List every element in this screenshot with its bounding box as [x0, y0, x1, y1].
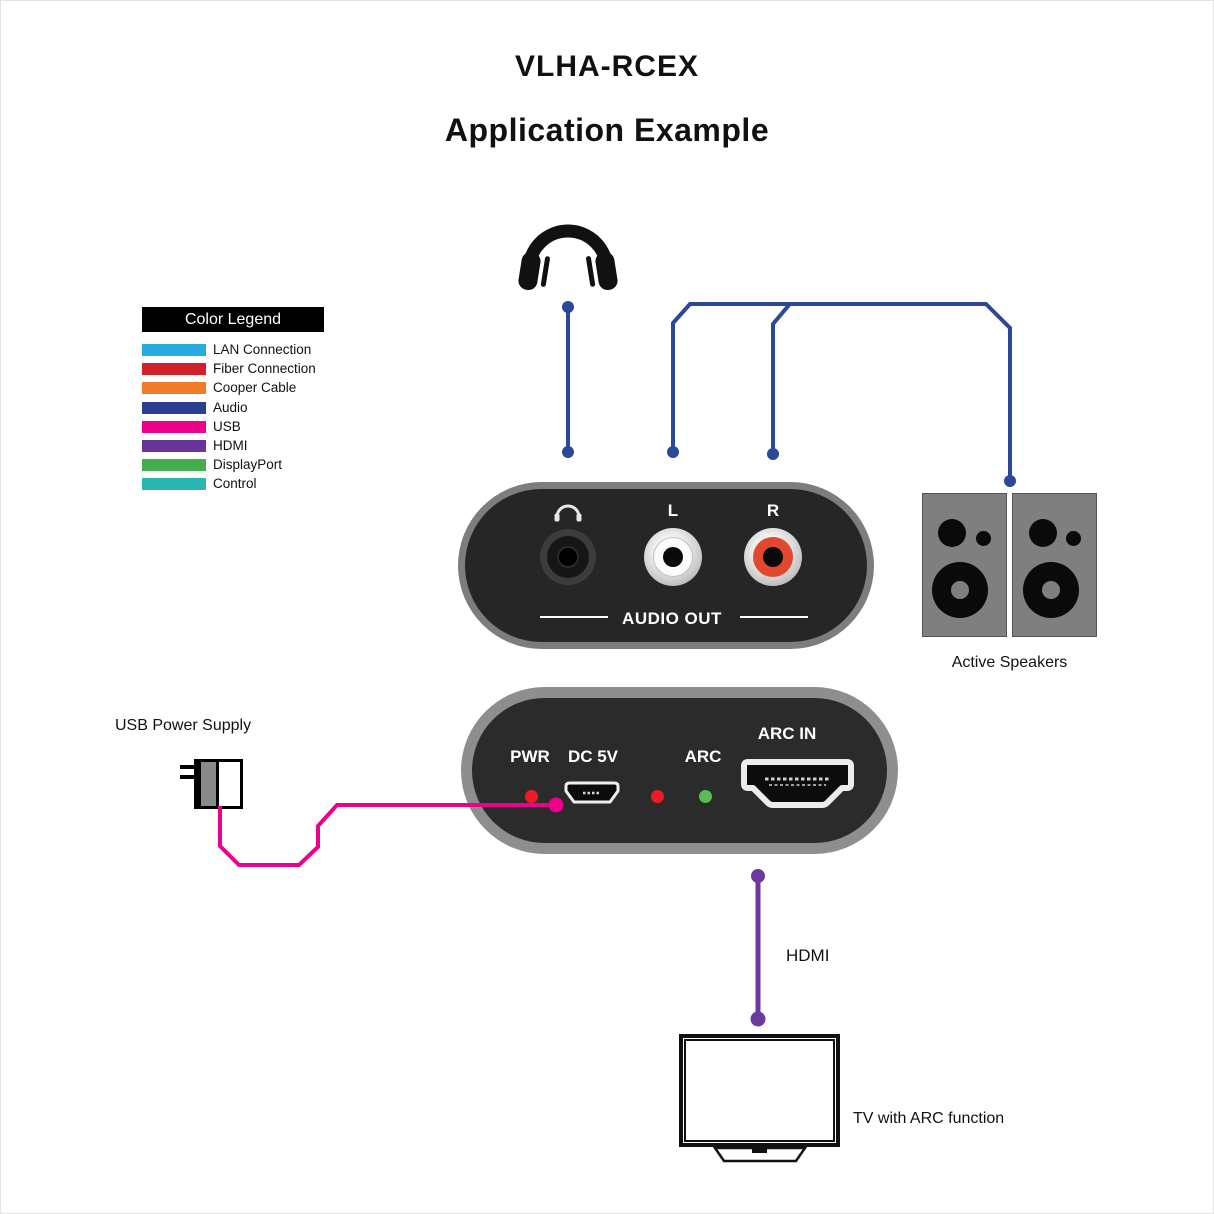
headphones-icon — [518, 224, 618, 291]
divider-line — [740, 616, 808, 618]
wire-endpoint — [562, 446, 574, 458]
legend-item: Audio — [142, 400, 248, 415]
legend-swatch — [142, 401, 206, 414]
speaker-wire-right — [771, 303, 791, 454]
legend-swatch — [142, 458, 206, 471]
legend-header: Color Legend — [142, 307, 324, 332]
pwr-led — [525, 790, 538, 803]
legend-item: Fiber Connection — [142, 361, 316, 376]
wire-endpoint — [750, 1011, 766, 1027]
legend-item: Cooper Cable — [142, 380, 297, 395]
active-speakers-label: Active Speakers — [951, 654, 1068, 671]
legend-item: DisplayPort — [142, 457, 283, 472]
legend-swatch — [142, 477, 206, 490]
speaker-left — [922, 493, 1007, 637]
legend-swatch — [142, 362, 206, 375]
wire-endpoint — [767, 448, 779, 460]
wire-endpoint — [751, 869, 765, 883]
divider-line — [540, 616, 608, 618]
legend-label: Fiber Connection — [213, 361, 316, 376]
tv-screen — [679, 1034, 840, 1147]
speaker-tweeter — [1029, 519, 1057, 547]
legend-swatch — [142, 381, 206, 394]
tv-stand — [712, 1147, 808, 1163]
power-adapter-body — [194, 759, 243, 809]
legend-label: USB — [213, 419, 241, 434]
arc-label: ARC — [684, 747, 722, 766]
tv-label: TV with ARC function — [853, 1110, 1005, 1127]
hdmi-arc-in-port — [741, 759, 854, 808]
audio-out-panel-label: AUDIO OUT — [622, 609, 722, 628]
pwr-label: PWR — [510, 747, 550, 766]
speaker-port — [1066, 531, 1081, 546]
hdmi-cable-label: HDMI — [786, 946, 830, 965]
arc-in-label: ARC IN — [757, 724, 817, 743]
power-adapter-side — [201, 762, 219, 806]
legend-item: Control — [142, 476, 257, 491]
page-subtitle: Application Example — [444, 112, 770, 148]
wire-endpoint — [1004, 475, 1016, 487]
legend-swatch — [142, 439, 206, 452]
speaker-wire-left — [671, 302, 1012, 481]
legend-item: HDMI — [142, 438, 248, 453]
dc5v-label: DC 5V — [567, 747, 619, 766]
audio-out-device: L R AUDIO OUT — [458, 482, 874, 649]
page-title: VLHA-RCEX — [514, 50, 699, 83]
wire-endpoint — [562, 301, 574, 313]
plug-prong — [180, 765, 198, 769]
rca-left-hole — [663, 547, 683, 567]
legend-label: Control — [213, 476, 257, 491]
legend-item: LAN Connection — [142, 342, 312, 357]
speaker-woofer-cap — [1042, 581, 1060, 599]
legend-label: Audio — [213, 400, 248, 415]
plug-prong — [180, 775, 198, 779]
headphone-port-icon — [554, 504, 582, 522]
arc-led — [699, 790, 712, 803]
wire-endpoint — [667, 446, 679, 458]
rca-left-label: L — [667, 501, 679, 520]
usb-power-supply-label: USB Power Supply — [115, 717, 252, 734]
tv-screen-inner — [684, 1039, 835, 1142]
legend-label: HDMI — [213, 438, 248, 453]
legend-label: DisplayPort — [213, 457, 283, 472]
micro-usb-port — [564, 781, 620, 804]
legend-item: USB — [142, 419, 241, 434]
rca-right-label: R — [766, 501, 780, 520]
legend-label: LAN Connection — [213, 342, 312, 357]
arc-device: PWR DC 5V ARC ARC IN — [461, 687, 898, 854]
legend-label: Cooper Cable — [213, 380, 297, 395]
speaker-tweeter — [938, 519, 966, 547]
rca-right-hole — [763, 547, 783, 567]
legend-swatch — [142, 420, 206, 433]
speaker-port — [976, 531, 991, 546]
audio-wires — [566, 302, 1012, 481]
speaker-right — [1012, 493, 1097, 637]
speaker-woofer-cap — [951, 581, 969, 599]
legend-swatch — [142, 343, 206, 356]
status-led — [651, 790, 664, 803]
headphone-jack-hole — [557, 546, 579, 568]
